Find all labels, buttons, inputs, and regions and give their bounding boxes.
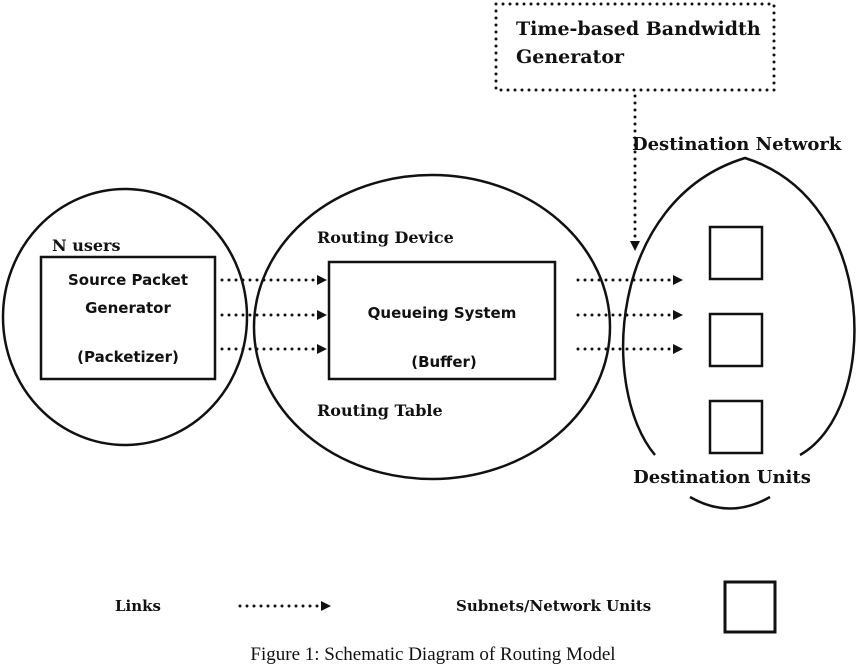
queueing-system-box bbox=[327, 260, 557, 381]
destination-network-ellipse-bottom bbox=[689, 495, 771, 510]
routing-table-label: Routing Table bbox=[317, 401, 443, 420]
legend-links-label: Links bbox=[115, 597, 161, 615]
destination-unit bbox=[708, 225, 764, 281]
destination-unit bbox=[708, 312, 764, 368]
users-node: N users Source Packet Generator (Packeti… bbox=[1, 187, 249, 447]
destination-units-label: Destination Units bbox=[633, 467, 811, 488]
bandwidth-generator-node: Time-based Bandwidth Generator bbox=[494, 2, 776, 252]
source-packet-generator-line1: Source Packet bbox=[68, 271, 188, 289]
legend-unit-square bbox=[723, 580, 777, 634]
queueing-system-label: Queueing System bbox=[368, 304, 517, 322]
destination-unit bbox=[708, 399, 764, 455]
destination-network-node: Destination Network Destination Units bbox=[621, 134, 856, 510]
bandwidth-generator-box bbox=[494, 2, 776, 92]
packetizer-label: (Packetizer) bbox=[77, 348, 179, 366]
source-packet-generator-box bbox=[39, 255, 217, 381]
bandwidth-generator-title: Time-based Bandwidth bbox=[516, 18, 761, 40]
bandwidth-generator-subtitle: Generator bbox=[516, 46, 625, 68]
figure-caption: Figure 1: Schematic Diagram of Routing M… bbox=[250, 644, 615, 665]
destination-network-label: Destination Network bbox=[632, 134, 842, 155]
routing-device-label: Routing Device bbox=[317, 228, 454, 247]
legend-units-label: Subnets/Network Units bbox=[456, 597, 651, 615]
source-packet-generator-line2: Generator bbox=[85, 299, 171, 317]
users-circle bbox=[1, 187, 249, 447]
routing-device-circle bbox=[252, 173, 612, 481]
users-label: N users bbox=[52, 236, 120, 255]
destination-network-ellipse bbox=[621, 156, 856, 457]
links-users-to-router bbox=[220, 275, 328, 354]
legend: Links Subnets/Network Units bbox=[115, 580, 777, 634]
router-node: Routing Device Queueing System (Buffer) … bbox=[252, 173, 612, 481]
buffer-label: (Buffer) bbox=[411, 353, 477, 371]
